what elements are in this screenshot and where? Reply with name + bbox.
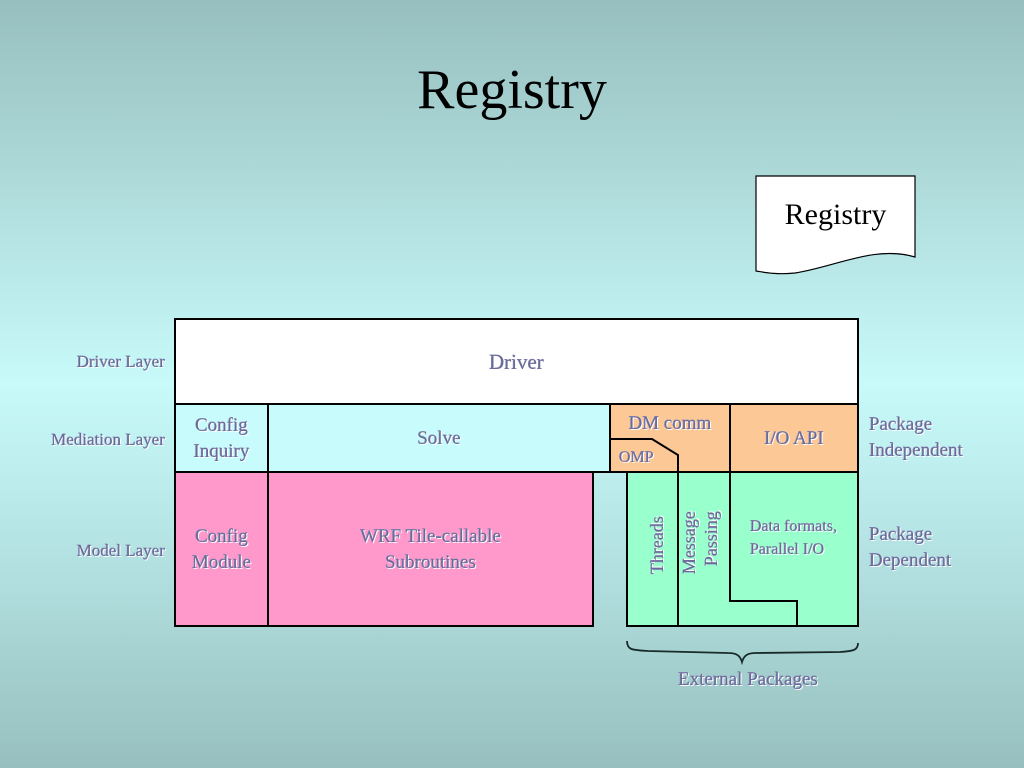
package-independent-label: Package Independent (869, 412, 963, 464)
package-dependent-line-2: Dependent (869, 550, 952, 571)
config-module-label: Config Module (175, 524, 268, 576)
message-passing-line-1: Message (679, 511, 699, 574)
package-independent-line-1: Package (869, 414, 933, 435)
package-dependent-label: Package Dependent (869, 522, 951, 574)
data-formats-outline (729, 472, 798, 626)
config-inquiry-line-1: Config (195, 415, 248, 436)
solve-label: Solve (417, 428, 461, 449)
data-formats-label: Data formats, Parallel I/O (750, 515, 837, 561)
config-module-line-1: Config (195, 526, 248, 547)
config-module-line-2: Module (191, 552, 252, 573)
registry-document-shape (755, 175, 916, 275)
config-inquiry-label: Config Inquiry (175, 413, 268, 465)
data-formats-line-1: Data formats, (750, 518, 838, 535)
driver-block (174, 318, 859, 405)
io-api-label: I/O API (764, 428, 824, 449)
omp-block-outline (610, 438, 679, 472)
slide-title: Registry (417, 59, 607, 121)
omp-label: OMP (619, 449, 654, 466)
message-passing-label: Message Passing (678, 511, 726, 611)
mediation-layer-label: Mediation Layer (51, 430, 165, 449)
config-inquiry-line-2: Inquiry (193, 441, 250, 462)
wrf-subroutines-line-2: Subroutines (385, 552, 476, 573)
wrf-subroutines-block (267, 471, 594, 627)
driver-label: Driver (489, 350, 544, 374)
external-packages-label: External Packages (678, 669, 818, 690)
wrf-subroutines-line-1: WRF Tile-callable (360, 526, 501, 547)
threads-label: Threads (647, 516, 667, 574)
package-independent-line-2: Independent (869, 440, 963, 461)
registry-document-label: Registry (784, 198, 887, 231)
driver-layer-label: Driver Layer (76, 352, 165, 371)
external-packages-brace (626, 640, 859, 666)
data-formats-line-2: Parallel I/O (750, 541, 825, 558)
package-dependent-line-1: Package (869, 524, 933, 545)
message-passing-line-2: Passing (701, 511, 721, 567)
wrf-subroutines-label: WRF Tile-callable Subroutines (268, 524, 593, 576)
dm-comm-label: DM comm (628, 413, 712, 434)
model-layer-label: Model Layer (76, 541, 165, 560)
